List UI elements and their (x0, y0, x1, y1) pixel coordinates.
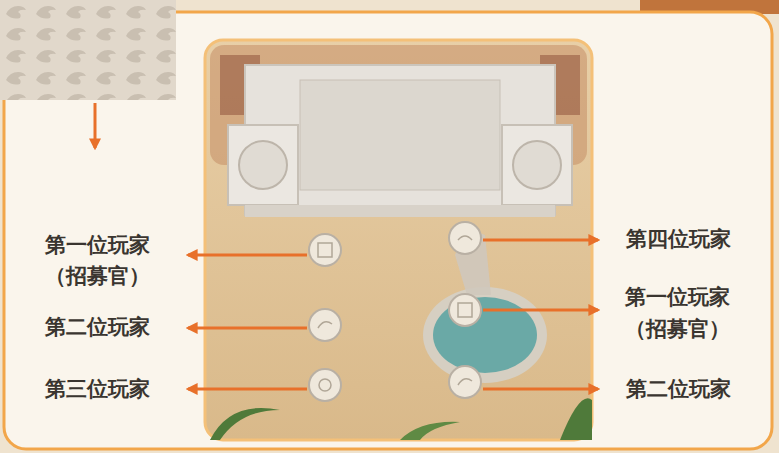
player-label: 第二位玩家 (626, 378, 731, 401)
player-label: 第三位玩家 (45, 378, 150, 401)
player-label: 第二位玩家 (45, 316, 150, 339)
player-label: 第一位玩家 (45, 234, 150, 257)
player-label: （招募官） (45, 265, 150, 288)
player-label: 第四位玩家 (626, 228, 731, 251)
player-label: （招募官） (625, 318, 730, 341)
player-label: 第一位玩家 (625, 286, 730, 309)
